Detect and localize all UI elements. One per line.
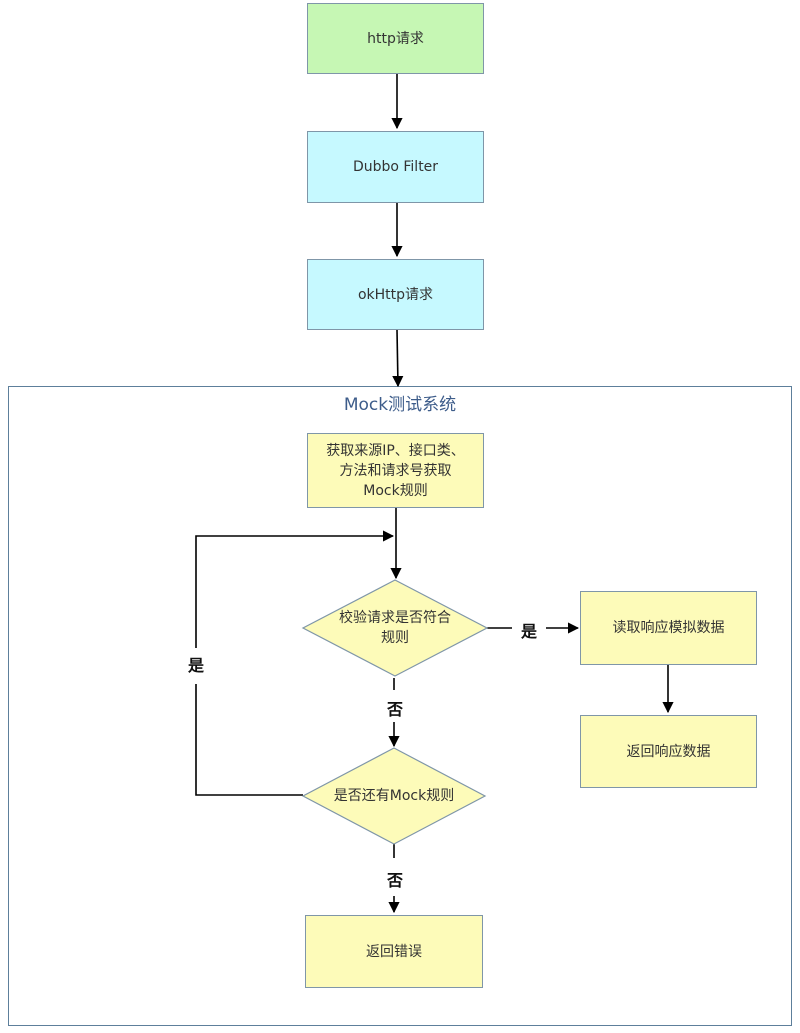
more-rules-diamond — [301, 747, 487, 845]
check-no-label: 否 — [380, 696, 410, 719]
check-rule-diamond — [301, 579, 489, 677]
dubbo-filter-label: Dubbo Filter — [352, 159, 439, 175]
check-yes-label: 是 — [514, 618, 544, 641]
http-request-node: http请求 — [307, 3, 484, 74]
http-request-label: http请求 — [367, 30, 424, 47]
read-mock-node: 读取响应模拟数据 — [580, 591, 757, 665]
more-yes-label: 是 — [181, 652, 211, 675]
return-data-label: 返回响应数据 — [626, 743, 711, 760]
get-rules-label: 获取来源IP、接口类、方法和请求号获取Mock规则 — [326, 442, 465, 499]
more-no-label: 否 — [380, 867, 410, 890]
okhttp-request-node: okHttp请求 — [307, 259, 484, 330]
edge-more-loop-back — [195, 684, 303, 796]
edge-okhttp-to-mock — [392, 329, 404, 388]
okhttp-request-label: okHttp请求 — [357, 286, 434, 303]
more-rules-label: 是否还有Mock规则 — [333, 788, 455, 804]
read-mock-label: 读取响应模拟数据 — [612, 620, 725, 636]
return-error-node: 返回错误 — [305, 915, 483, 988]
return-data-node: 返回响应数据 — [580, 715, 757, 788]
dubbo-filter-node: Dubbo Filter — [307, 131, 484, 203]
mock-system-title: Mock测试系统 — [343, 395, 457, 415]
edge-more-loop-back-top — [195, 530, 395, 648]
check-rule-label: 校验请求是否符合规则 — [339, 610, 451, 646]
get-rules-node: 获取来源IP、接口类、方法和请求号获取Mock规则 — [307, 433, 484, 508]
return-error-label: 返回错误 — [366, 943, 422, 960]
